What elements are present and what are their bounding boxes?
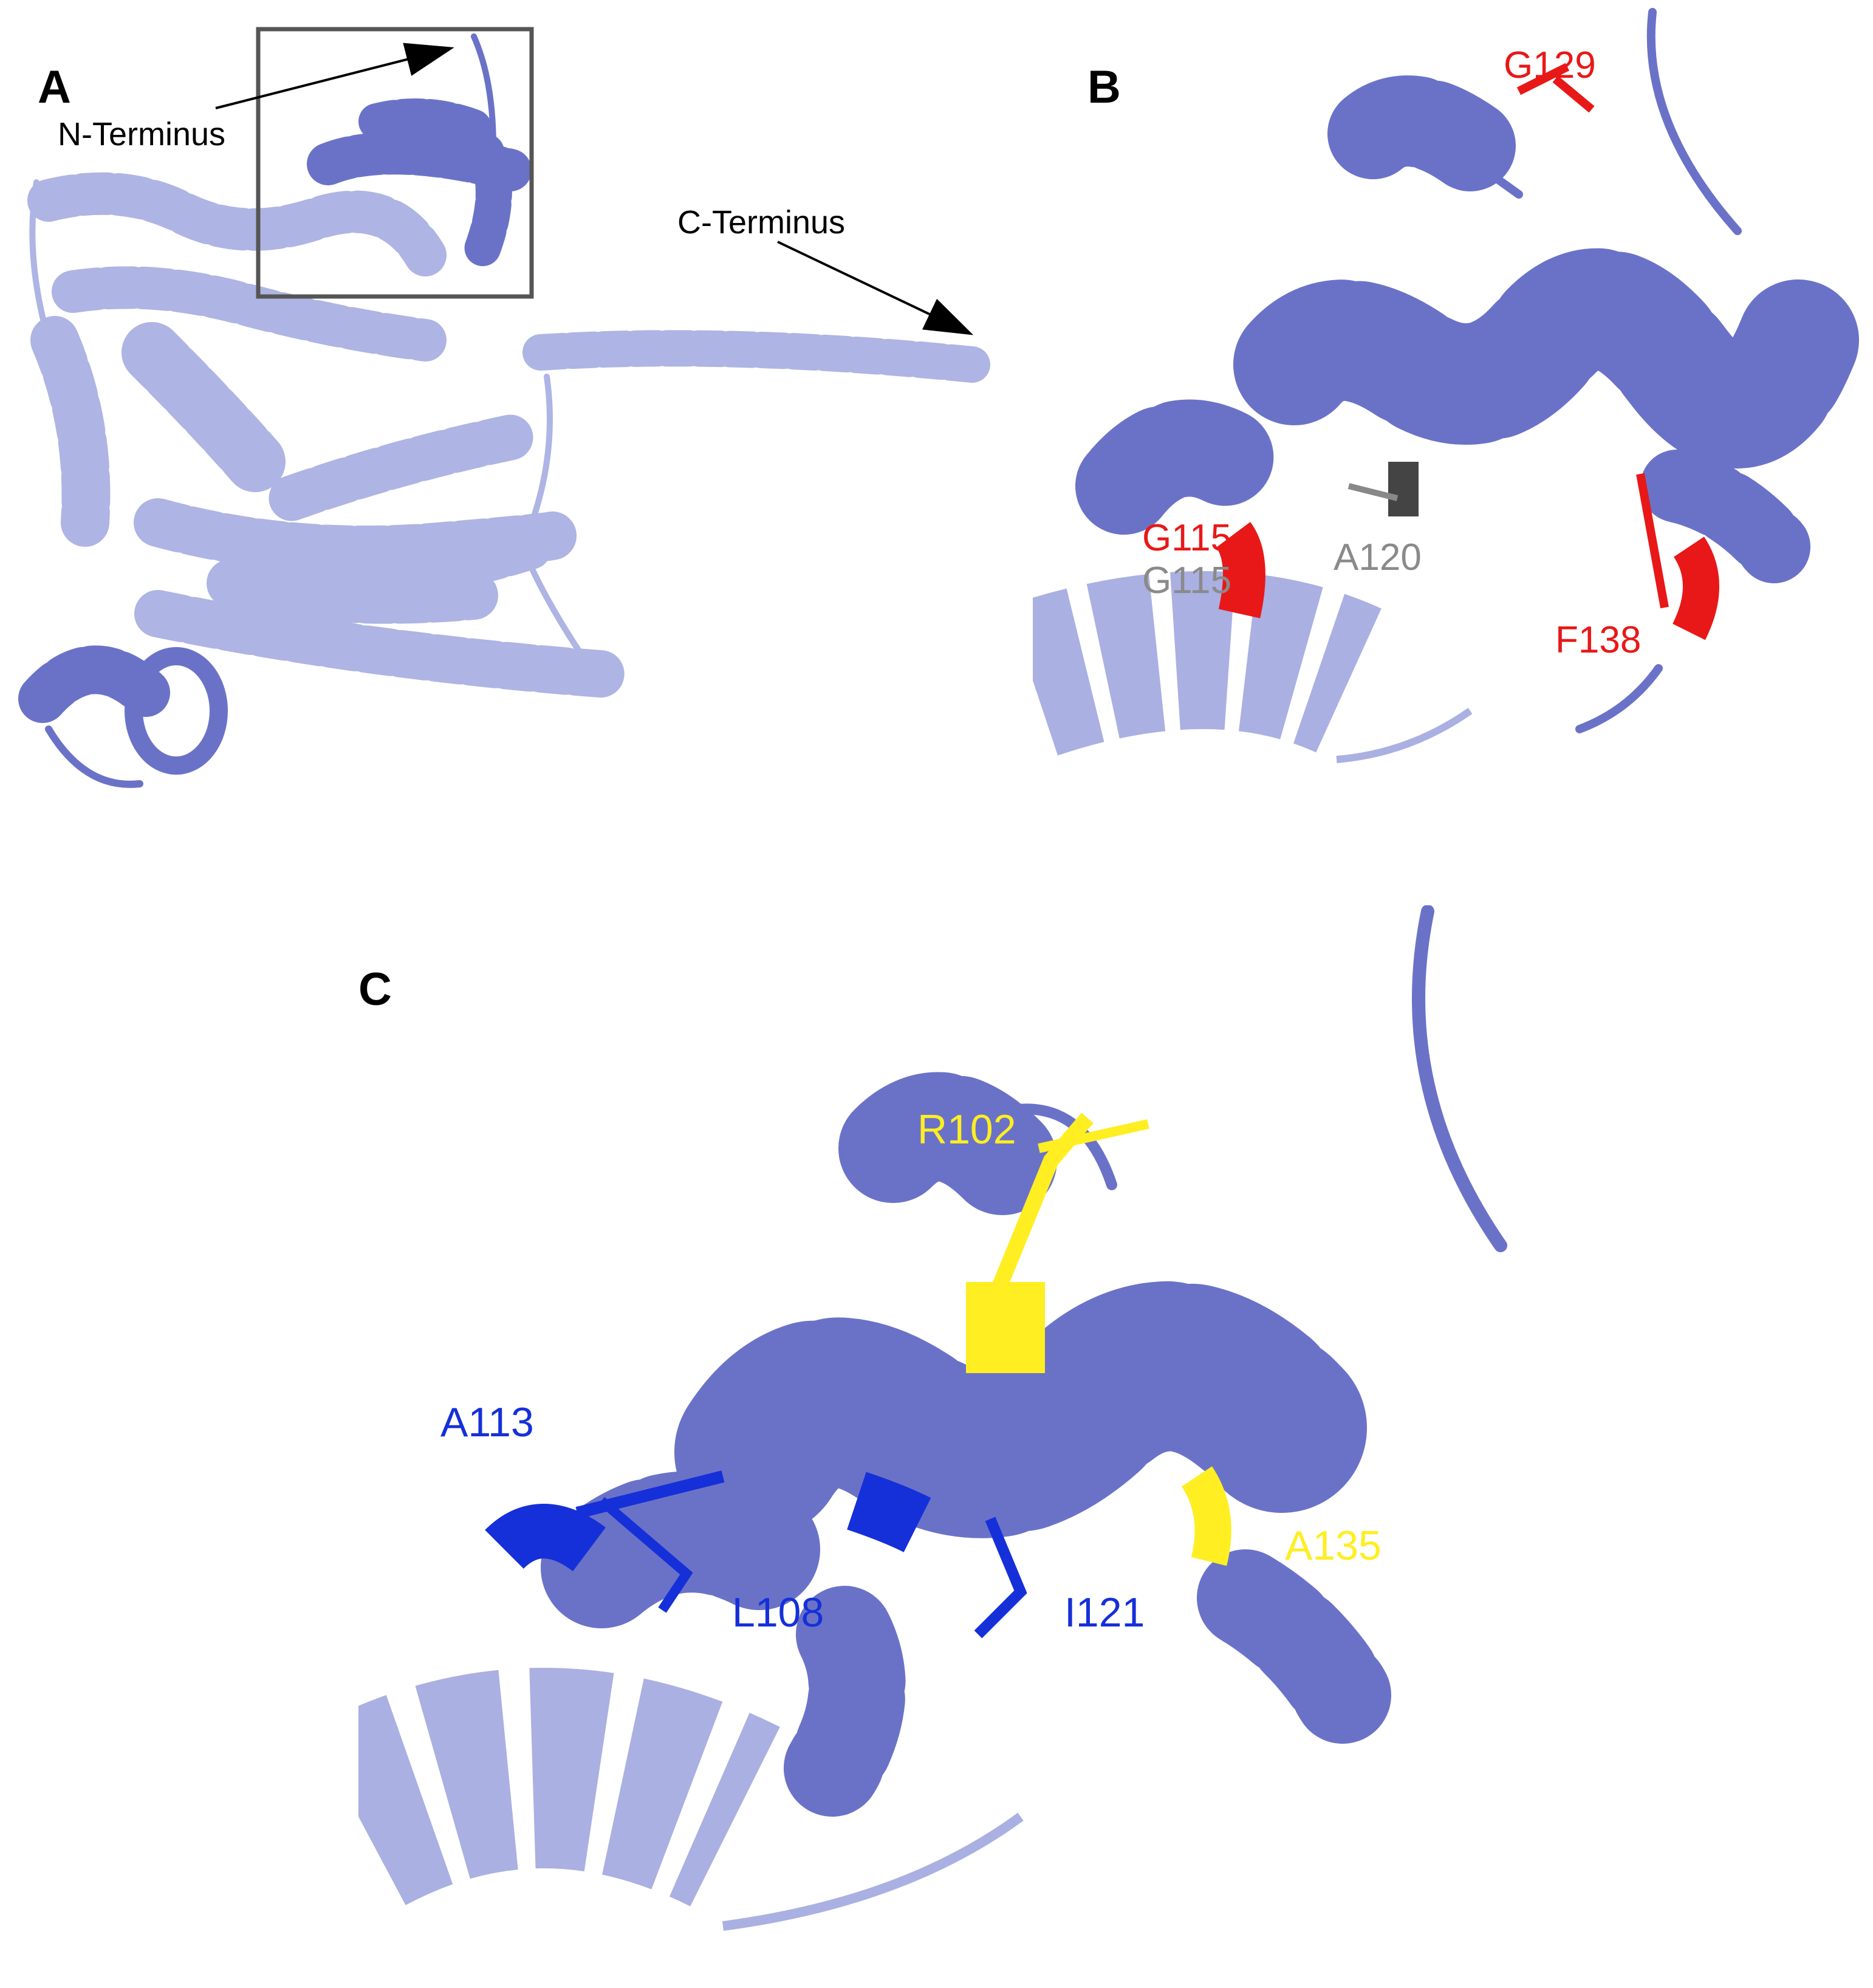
panel-letter-c: C: [358, 964, 392, 1015]
panel-letter-b: B: [1087, 61, 1121, 113]
residue-r102: R102: [917, 1106, 1016, 1153]
residue-f138: F138: [1555, 619, 1642, 661]
blue-residues: [485, 1470, 1027, 1639]
dark-helices: [1075, 8, 1859, 733]
light-helices: [27, 172, 990, 698]
panel-letter-a: A: [38, 61, 71, 113]
residue-g115-grey: G115: [1142, 560, 1232, 602]
light-helix-foreground: [358, 1668, 1024, 1931]
zoom-box: [256, 27, 534, 299]
panel-c: C R102 A113 L108 I121 A135: [358, 905, 1610, 1988]
c-terminus-arrow: [777, 241, 974, 335]
n-terminal-domain: [307, 33, 532, 273]
panel-a: A N-Terminus C-Terminus: [0, 0, 996, 814]
residue-g129: G129: [1504, 44, 1596, 86]
grey-residue: [1347, 462, 1419, 516]
residue-a120: A120: [1334, 536, 1422, 578]
dark-helices: [541, 905, 1507, 1817]
red-residues: [1215, 63, 1719, 640]
panel-a-structure: [18, 27, 990, 788]
n-terminus-label: N-Terminus: [58, 116, 226, 153]
residue-i121: I121: [1064, 1589, 1145, 1636]
residue-a135: A135: [1285, 1523, 1382, 1569]
c-terminus-label: C-Terminus: [677, 204, 846, 241]
light-helix-foreground: [1033, 571, 1473, 763]
n-terminus-arrow: [215, 43, 454, 109]
yellow-residues: [966, 1112, 1231, 1566]
panel-b-structure: [1033, 8, 1859, 763]
panel-c-structure: [358, 905, 1507, 1931]
panel-b: B G129 G115 G115 A120 F138: [1033, 0, 1873, 814]
residue-a113: A113: [440, 1399, 534, 1445]
residue-l108: L108: [732, 1589, 824, 1636]
bottom-left-domain: [18, 645, 228, 788]
residue-g115-red: G115: [1142, 517, 1232, 559]
